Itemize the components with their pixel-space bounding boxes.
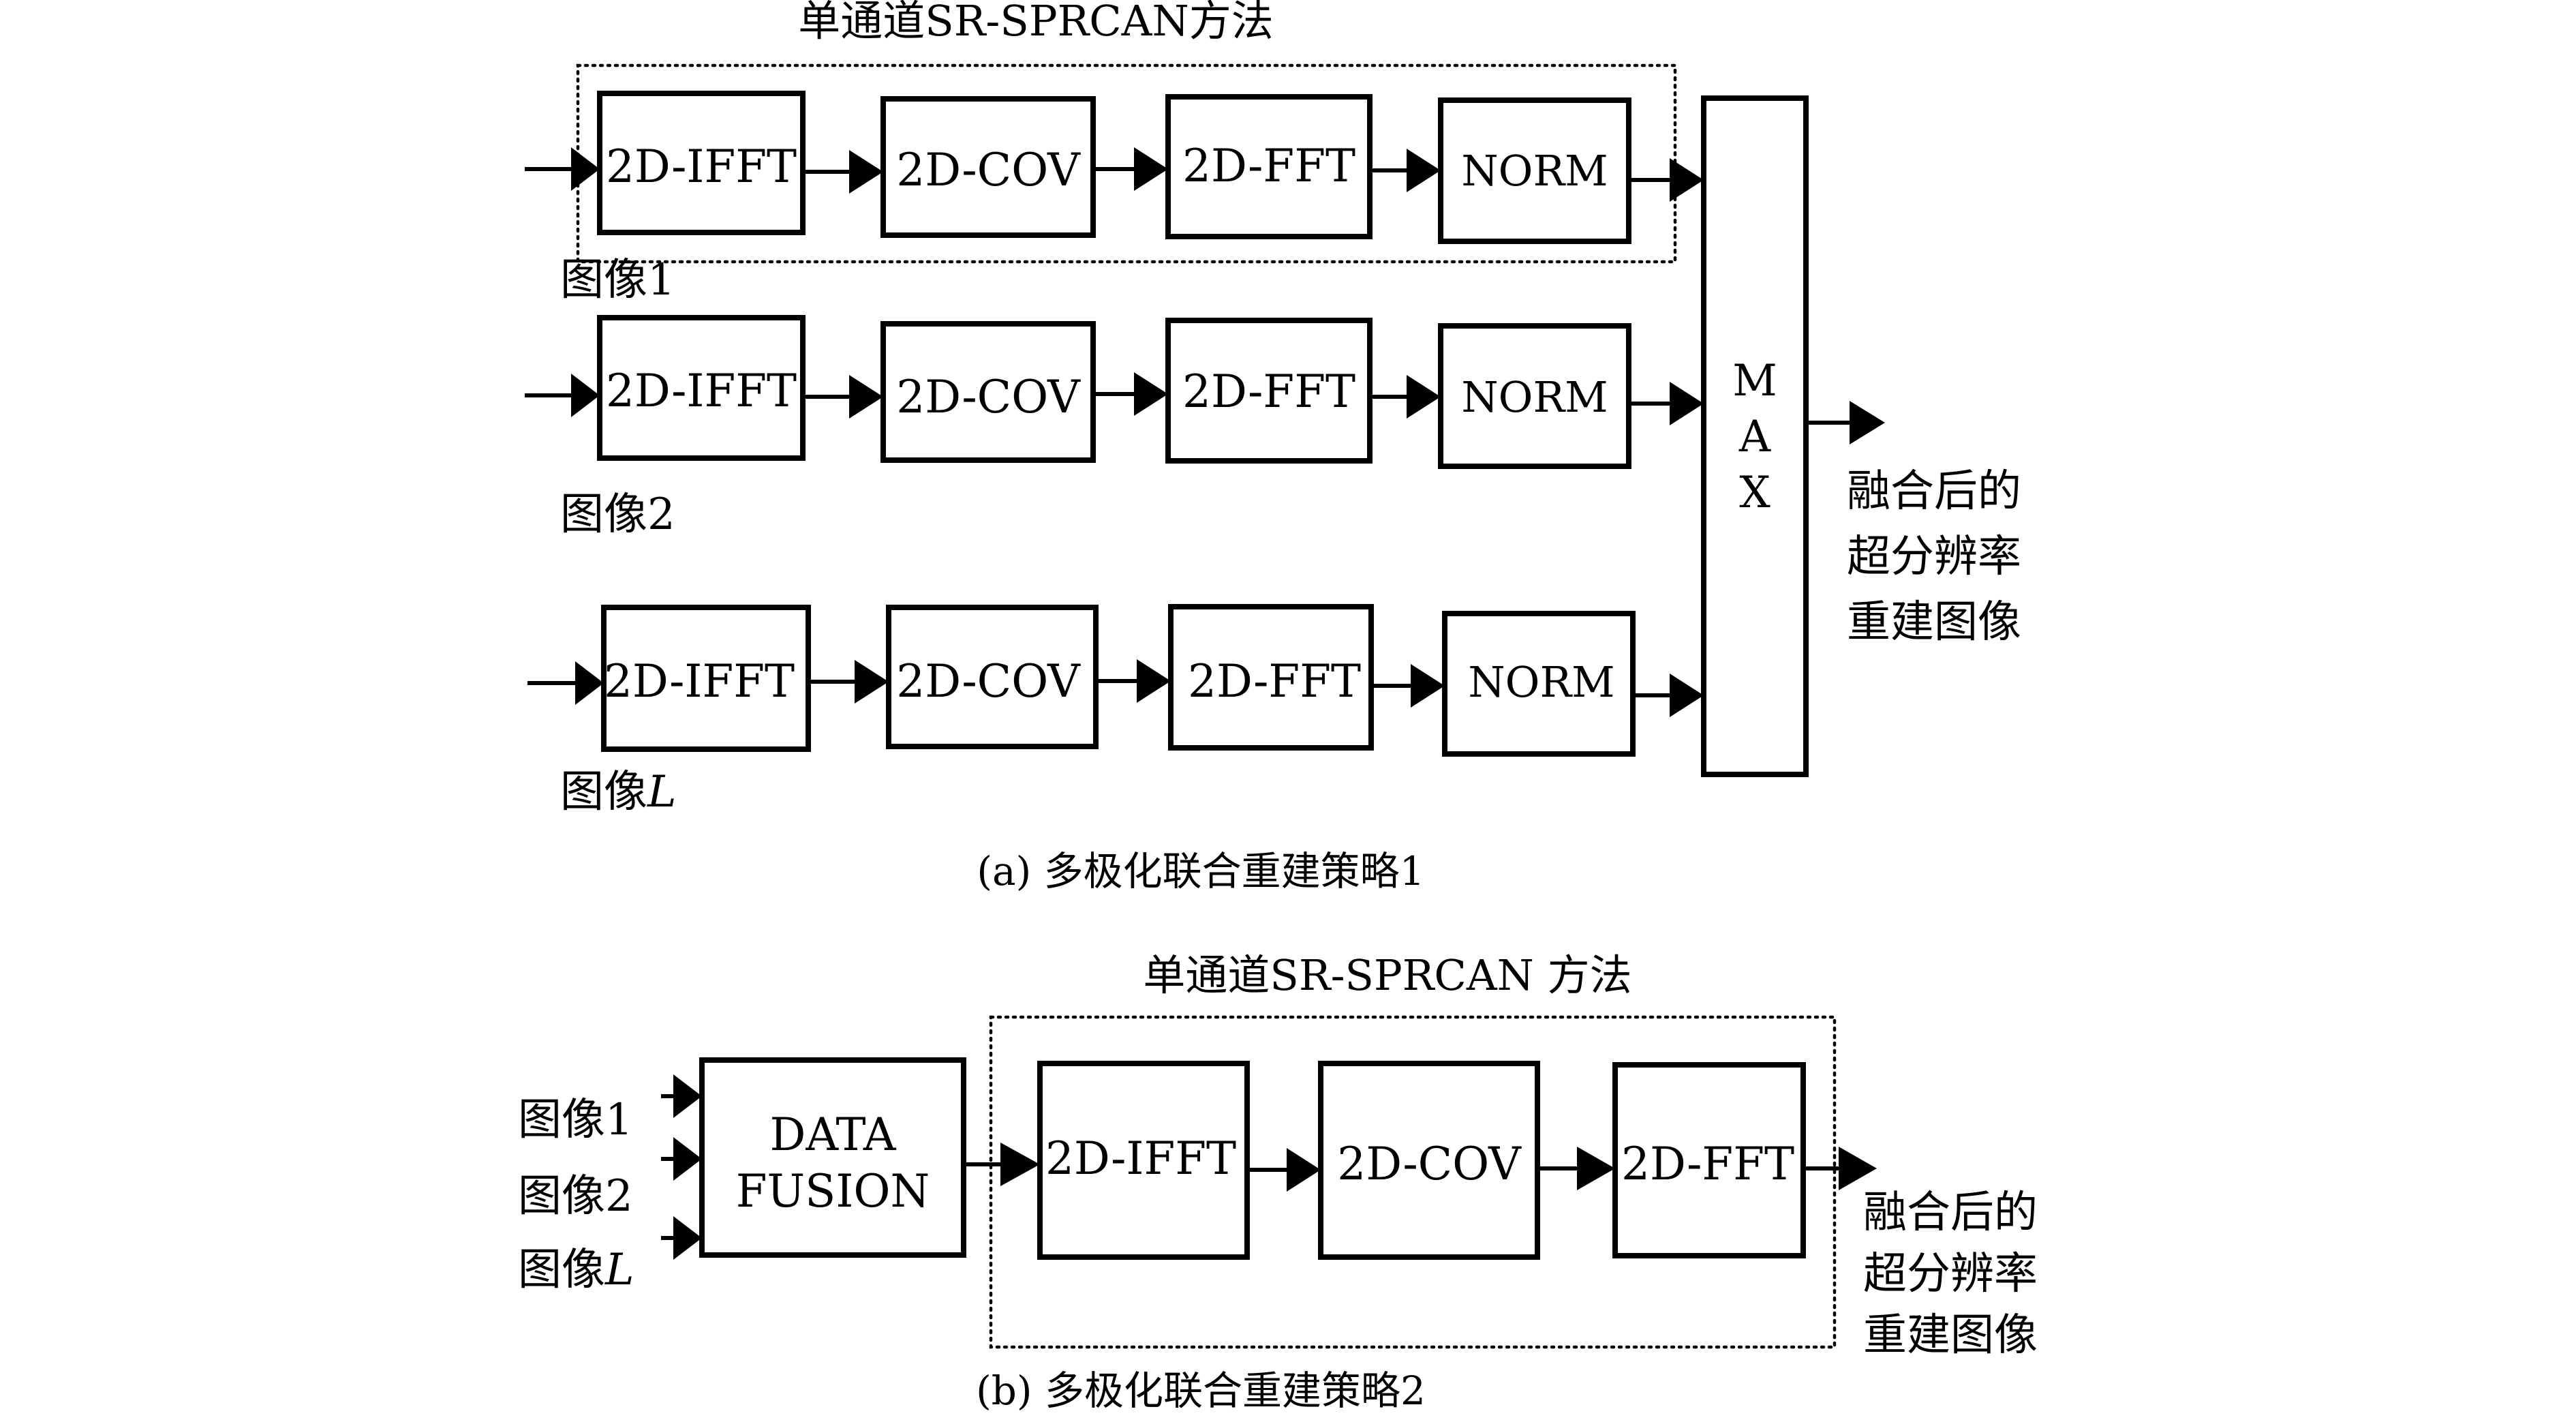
b-data-fusion-line-1: DATA — [769, 1108, 896, 1161]
b-block-2d-fft — [1612, 1062, 1806, 1258]
arrow-head — [1134, 147, 1168, 191]
a-row1-block-2d-ifft-label: 2D-IFFT — [606, 140, 797, 193]
b-input-1-label: 图像1 — [518, 1095, 633, 1145]
a-row2-block-2d-fft-label: 2D-FFT — [1182, 365, 1355, 418]
arrow-head — [1839, 1147, 1877, 1190]
a-row-2: 2D-IFFT 2D-COV 2D-FFT NORM 图像2 — [525, 315, 1704, 540]
b-input-l-label: 图像L — [518, 1245, 634, 1295]
a-row2-block-2d-fft — [1165, 318, 1373, 464]
arrow-head — [855, 660, 889, 704]
diagram-a: 单通道SR-SPRCAN方法 2D-IFFT 2D-COV 2D-FFT NOR… — [525, 0, 2021, 894]
b-block-2d-ifft — [1037, 1061, 1250, 1260]
a-row-l: 2D-IFFT 2D-COV 2D-FFT NORM 图像L — [527, 604, 1704, 817]
diagram-b: 单通道SR-SPRCAN 方法 图像1 图像2 图像L DATA FUSION … — [518, 950, 2038, 1414]
a-row1-block-2d-ifft — [597, 91, 806, 235]
a-row-1: 2D-IFFT 2D-COV 2D-FFT NORM 图像1 — [525, 91, 1704, 305]
a-rowl-block-2d-cov-label: 2D-COV — [896, 655, 1081, 708]
b-group-boundary — [989, 1015, 1837, 1349]
a-row2-block-2d-cov-label: 2D-COV — [896, 371, 1081, 423]
a-row1-block-norm-label: NORM — [1461, 146, 1608, 196]
a-rowl-input-label: 图像L — [560, 767, 677, 817]
a-max-letter-x: X — [1739, 468, 1770, 518]
a-max-block — [1701, 95, 1809, 777]
a-output-line-3: 重建图像 — [1847, 597, 2021, 648]
arrow-head — [1670, 674, 1704, 717]
a-row2-block-2d-cov — [880, 321, 1096, 463]
a-output-line-1: 融合后的 — [1847, 466, 2021, 517]
a-row2-input-label: 图像2 — [560, 489, 675, 540]
a-rowl-block-norm — [1442, 611, 1636, 757]
b-block-2d-ifft-label: 2D-IFFT — [1045, 1132, 1236, 1185]
arrow-head — [575, 661, 604, 705]
b-output-line-2: 超分辨率 — [1863, 1249, 2038, 1299]
arrow-head — [1577, 1147, 1615, 1190]
arrow-head — [1134, 372, 1168, 416]
a-row1-block-norm — [1438, 97, 1631, 244]
b-data-fusion-block — [699, 1057, 966, 1258]
a-rowl-block-2d-cov — [886, 605, 1099, 749]
arrow-head — [1670, 158, 1704, 202]
b-output-line-1: 融合后的 — [1863, 1188, 2038, 1238]
b-input-2-label: 图像2 — [518, 1171, 633, 1222]
arrow-head — [1407, 375, 1441, 419]
arrow-head — [673, 1216, 702, 1260]
a-output-line-2: 超分辨率 — [1847, 532, 2021, 582]
arrow-head — [1850, 401, 1885, 444]
b-output-line-3: 重建图像 — [1863, 1310, 2038, 1361]
b-block-2d-fft-label: 2D-FFT — [1621, 1138, 1794, 1190]
b-block-2d-cov-label: 2D-COV — [1337, 1138, 1522, 1190]
a-group-label: 单通道SR-SPRCAN方法 — [798, 0, 1273, 46]
arrow-head — [673, 1137, 702, 1181]
a-row2-block-norm — [1438, 323, 1631, 469]
a-row1-block-2d-fft — [1165, 94, 1373, 239]
arrow-head — [1670, 382, 1704, 425]
arrow-head — [1411, 664, 1445, 708]
a-row2-block-2d-ifft — [597, 315, 806, 461]
arrow-head — [1000, 1143, 1040, 1186]
a-row1-input-label: 图像1 — [560, 255, 675, 305]
a-rowl-block-2d-fft — [1168, 604, 1374, 751]
b-block-2d-cov — [1318, 1061, 1540, 1260]
arrow-head — [1137, 659, 1171, 703]
arrow-head — [1287, 1148, 1321, 1192]
a-row2-block-2d-ifft-label: 2D-IFFT — [606, 365, 797, 417]
a-rowl-block-norm-label: NORM — [1468, 657, 1614, 707]
a-rowl-block-2d-ifft-label: 2D-IFFT — [604, 655, 795, 708]
b-caption: (b) 多极化联合重建策略2 — [976, 1368, 1426, 1414]
a-row1-block-2d-cov-label: 2D-COV — [896, 144, 1081, 196]
a-rowl-block-2d-fft-label: 2D-FFT — [1188, 655, 1361, 708]
arrow-head — [673, 1074, 702, 1118]
arrow-head — [849, 375, 883, 419]
arrow-head — [571, 374, 600, 417]
a-max-letter-a: A — [1738, 412, 1771, 462]
a-row1-block-2d-cov — [880, 96, 1096, 238]
b-group-label: 单通道SR-SPRCAN 方法 — [1143, 950, 1631, 1000]
arrow-head — [1407, 149, 1441, 192]
a-rowl-block-2d-ifft — [601, 605, 811, 752]
arrow-head — [849, 150, 883, 194]
a-row1-block-2d-fft-label: 2D-FFT — [1182, 140, 1355, 192]
arrow-head — [571, 147, 600, 191]
a-max-letter-m: M — [1732, 356, 1777, 406]
b-data-fusion-line-2: FUSION — [736, 1165, 930, 1218]
a-row2-block-norm-label: NORM — [1461, 372, 1608, 422]
a-caption: (a) 多极化联合重建策略1 — [977, 848, 1424, 894]
